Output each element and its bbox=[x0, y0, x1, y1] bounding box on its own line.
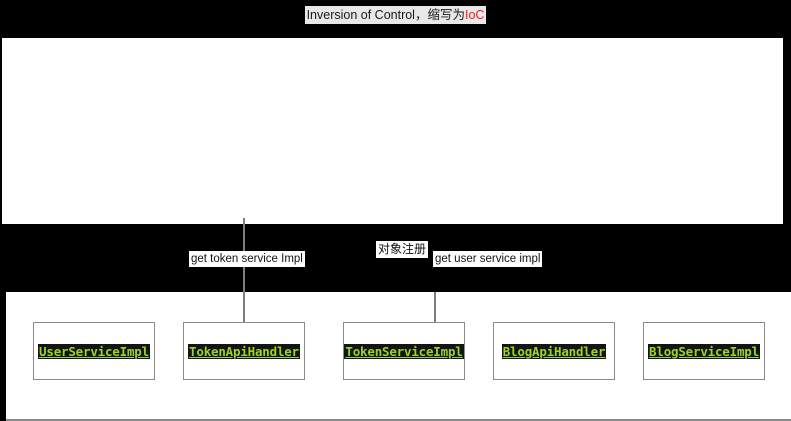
component-label: TokenApiHandler bbox=[188, 343, 300, 359]
component-label: BlogServiceImpl bbox=[648, 343, 760, 359]
label-object-registration: 对象注册 bbox=[376, 241, 429, 258]
label-get-user-service-impl: get user service impl bbox=[433, 251, 543, 267]
page-title-accent: IoC bbox=[464, 8, 485, 22]
component-box-token-api-handler[interactable]: TokenApiHandler bbox=[183, 322, 305, 380]
connector-line-token bbox=[243, 218, 245, 324]
component-box-blog-api-handler[interactable]: BlogApiHandler bbox=[493, 322, 615, 380]
page-title-main: Inversion of Control，缩写为 bbox=[306, 8, 465, 22]
page-title: Inversion of Control，缩写为IoC bbox=[0, 6, 791, 24]
component-box-blog-service-impl[interactable]: BlogServiceImpl bbox=[643, 322, 765, 380]
top-panel bbox=[2, 38, 783, 224]
component-label: TokenServiceImpl bbox=[344, 343, 464, 359]
component-label: UserServiceImpl bbox=[38, 343, 150, 359]
label-get-token-service-impl: get token service Impl bbox=[189, 251, 305, 267]
page-title-text: Inversion of Control，缩写为IoC bbox=[304, 6, 487, 24]
connector-line-user bbox=[434, 292, 436, 323]
component-label: BlogApiHandler bbox=[501, 343, 607, 359]
component-box-token-service-impl[interactable]: TokenServiceImpl bbox=[343, 322, 465, 380]
component-box-user-service-impl[interactable]: UserServiceImpl bbox=[33, 322, 155, 380]
